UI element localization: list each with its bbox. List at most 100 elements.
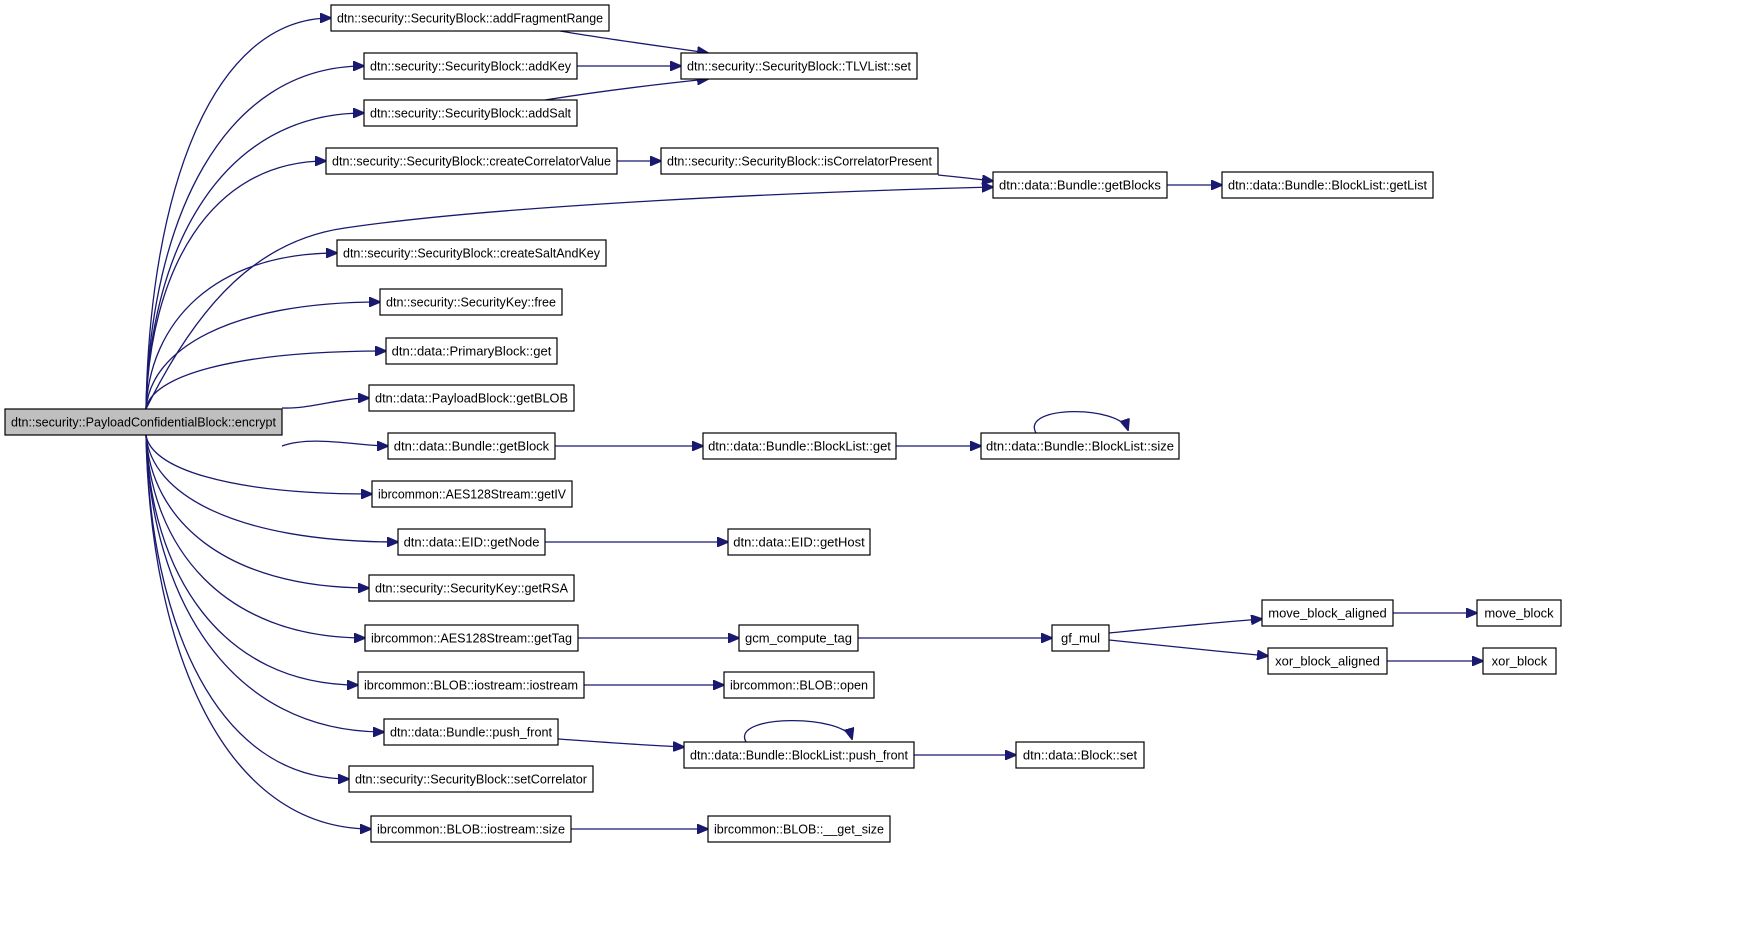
node-moveBlock[interactable]: move_block <box>1476 599 1562 627</box>
edge-encrypt-to-addSalt <box>145 113 364 410</box>
node-layer: dtn::security::PayloadConfidentialBlock:… <box>4 4 1562 843</box>
node-getList[interactable]: dtn::data::Bundle::BlockList::getList <box>1221 171 1434 199</box>
node-label: dtn::security::SecurityKey::free <box>386 295 556 310</box>
node-box <box>1221 171 1434 199</box>
node-box <box>980 432 1180 460</box>
node-blobOpen[interactable]: ibrcommon::BLOB::open <box>723 671 875 699</box>
node-addSalt[interactable]: dtn::security::SecurityBlock::addSalt <box>363 99 578 127</box>
node-box <box>1015 741 1145 769</box>
node-box <box>1051 624 1110 652</box>
edge-encrypt-to-getNode <box>145 434 398 542</box>
node-blockListGet[interactable]: dtn::data::Bundle::BlockList::get <box>702 432 897 460</box>
node-box <box>683 741 915 769</box>
node-box <box>738 624 859 652</box>
node-label: ibrcommon::BLOB::open <box>730 678 868 693</box>
node-setCorrelator[interactable]: dtn::security::SecurityBlock::setCorrela… <box>348 765 594 793</box>
node-box <box>363 99 578 127</box>
node-label: dtn::security::SecurityBlock::addKey <box>370 59 571 74</box>
node-box <box>4 408 283 436</box>
node-box <box>348 765 594 793</box>
node-getBLOB[interactable]: dtn::data::PayloadBlock::getBLOB <box>368 384 575 412</box>
node-moveBlockAligned[interactable]: move_block_aligned <box>1261 599 1394 627</box>
node-getRSA[interactable]: dtn::security::SecurityKey::getRSA <box>368 574 575 602</box>
node-gcmComputeTag[interactable]: gcm_compute_tag <box>738 624 859 652</box>
edge-encrypt-to-createCorrelatorValue <box>145 161 326 410</box>
node-label: dtn::security::SecurityBlock::addSalt <box>370 106 571 121</box>
node-getSize[interactable]: ibrcommon::BLOB::__get_size <box>707 815 891 843</box>
node-addKey[interactable]: dtn::security::SecurityBlock::addKey <box>363 52 578 80</box>
node-label: dtn::data::Bundle::BlockList::push_front <box>690 748 908 763</box>
node-tlvSet[interactable]: dtn::security::SecurityBlock::TLVList::s… <box>680 52 918 80</box>
edge-encrypt-to-getIV <box>145 434 372 494</box>
node-box <box>1476 599 1562 627</box>
node-gfMul[interactable]: gf_mul <box>1051 624 1110 652</box>
node-getIV[interactable]: ibrcommon::AES128Stream::getIV <box>371 480 573 508</box>
edge-encrypt-to-addFragmentRange <box>145 18 331 410</box>
node-encrypt[interactable]: dtn::security::PayloadConfidentialBlock:… <box>4 408 283 436</box>
node-getBlocks[interactable]: dtn::data::Bundle::getBlocks <box>992 171 1168 199</box>
node-label: xor_block <box>1492 654 1548 669</box>
node-label: dtn::security::SecurityBlock::setCorrela… <box>355 772 588 787</box>
node-label: ibrcommon::BLOB::iostream::iostream <box>364 678 578 693</box>
node-getHost[interactable]: dtn::data::EID::getHost <box>727 528 871 556</box>
edge-blockListPushFront-to-blockListPushFront <box>743 719 852 743</box>
node-bundlePushFront[interactable]: dtn::data::Bundle::push_front <box>383 718 559 746</box>
node-iostreamSize[interactable]: ibrcommon::BLOB::iostream::size <box>370 815 572 843</box>
node-isCorrelatorPresent[interactable]: dtn::security::SecurityBlock::isCorrelat… <box>660 147 939 175</box>
edge-gfMul-to-moveBlockAligned <box>1108 619 1262 634</box>
node-label: move_block <box>1484 606 1554 621</box>
node-blockListPushFront[interactable]: dtn::data::Bundle::BlockList::push_front <box>683 741 915 769</box>
edge-encrypt-to-getBlock <box>281 440 388 446</box>
edge-addSalt-to-tlvSet <box>544 79 708 101</box>
node-box <box>1267 647 1388 675</box>
node-label: dtn::data::PayloadBlock::getBLOB <box>375 391 568 406</box>
node-label: dtn::data::Bundle::BlockList::getList <box>1228 178 1427 193</box>
node-label: dtn::security::SecurityBlock::createSalt… <box>343 246 600 261</box>
node-box <box>325 147 618 175</box>
node-blockSet[interactable]: dtn::data::Block::set <box>1015 741 1145 769</box>
node-label: dtn::data::Bundle::push_front <box>390 725 552 740</box>
node-box <box>723 671 875 699</box>
node-createSaltAndKey[interactable]: dtn::security::SecurityBlock::createSalt… <box>336 239 607 267</box>
node-box <box>660 147 939 175</box>
edge-encrypt-to-addKey <box>145 66 364 410</box>
node-label: dtn::security::SecurityKey::getRSA <box>375 581 568 596</box>
node-addFragmentRange[interactable]: dtn::security::SecurityBlock::addFragmen… <box>330 4 610 32</box>
node-getNode[interactable]: dtn::data::EID::getNode <box>397 528 546 556</box>
node-label: dtn::data::Bundle::getBlocks <box>999 178 1161 193</box>
node-getTag[interactable]: ibrcommon::AES128Stream::getTag <box>364 624 579 652</box>
node-box <box>707 815 891 843</box>
node-box <box>385 337 558 365</box>
node-blockListSize[interactable]: dtn::data::Bundle::BlockList::size <box>980 432 1180 460</box>
node-label: dtn::data::Bundle::BlockList::size <box>986 439 1174 454</box>
node-createCorrelatorValue[interactable]: dtn::security::SecurityBlock::createCorr… <box>325 147 618 175</box>
node-label: dtn::data::EID::getNode <box>404 535 540 550</box>
node-box <box>1482 647 1557 675</box>
node-box <box>727 528 871 556</box>
node-box <box>371 480 573 508</box>
node-box <box>379 288 563 316</box>
node-box <box>330 4 610 32</box>
node-label: dtn::security::SecurityBlock::TLVList::s… <box>687 59 911 74</box>
edge-encrypt-to-iostream <box>145 434 358 685</box>
edge-encrypt-to-getTag <box>145 434 365 638</box>
node-box <box>397 528 546 556</box>
node-xorBlockAligned[interactable]: xor_block_aligned <box>1267 647 1388 675</box>
node-label: ibrcommon::BLOB::iostream::size <box>377 822 565 837</box>
edge-isCorrelatorPresent-to-getBlocks <box>937 174 993 181</box>
node-label: ibrcommon::AES128Stream::getTag <box>371 631 572 646</box>
node-xorBlock[interactable]: xor_block <box>1482 647 1557 675</box>
edge-encrypt-to-getBLOB <box>281 398 369 409</box>
node-label: gcm_compute_tag <box>745 631 852 646</box>
node-keyFree[interactable]: dtn::security::SecurityKey::free <box>379 288 563 316</box>
node-primaryGet[interactable]: dtn::data::PrimaryBlock::get <box>385 337 558 365</box>
node-label: dtn::security::SecurityBlock::addFragmen… <box>337 11 603 26</box>
edge-encrypt-to-setCorrelator <box>145 434 349 779</box>
node-box <box>387 432 556 460</box>
node-getBlock[interactable]: dtn::data::Bundle::getBlock <box>387 432 556 460</box>
node-iostream[interactable]: ibrcommon::BLOB::iostream::iostream <box>357 671 585 699</box>
node-label: dtn::data::Bundle::getBlock <box>394 439 550 454</box>
edge-encrypt-to-getRSA <box>145 434 369 588</box>
node-label: move_block_aligned <box>1268 606 1387 621</box>
edge-blockListSize-to-blockListSize <box>1033 411 1128 434</box>
